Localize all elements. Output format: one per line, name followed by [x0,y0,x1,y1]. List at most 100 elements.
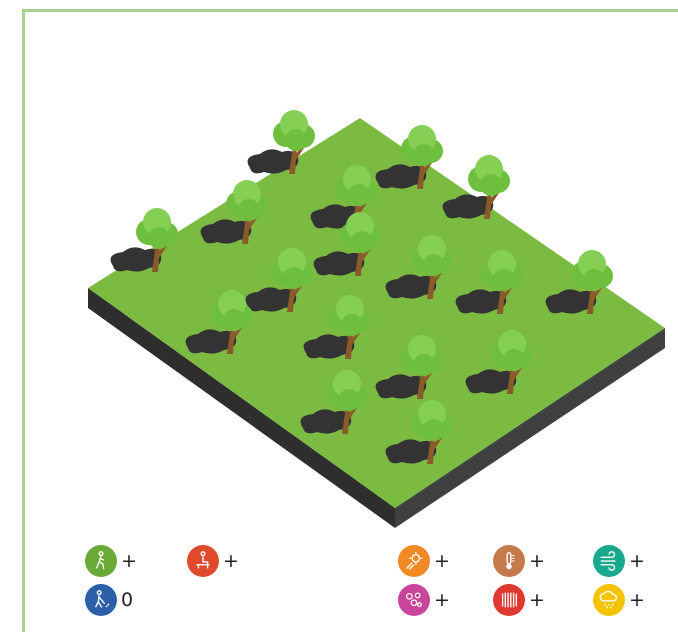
tree-trunk [345,331,360,359]
tree-shadow [385,274,437,299]
tree-trunk [355,248,370,276]
pedestrian-icon [85,545,117,577]
tree [465,330,533,394]
tree-canopy [503,349,525,371]
tree-shadow [375,374,427,399]
legend-item: + [593,545,645,577]
tree [300,370,368,434]
legend-sign: + [121,549,137,572]
tree [185,290,253,354]
tree-shadow [200,219,252,244]
tree [545,250,613,314]
tree [385,400,453,464]
tree [303,295,371,359]
legend-item: 0 [85,584,133,616]
tree-canopy [493,269,515,291]
tree-canopy [413,354,435,376]
legend-item: + [398,584,450,616]
legend-sign: + [434,588,450,611]
tree-canopy [423,419,445,441]
tree-shadow [465,369,517,394]
legend-sign: + [223,549,239,572]
tree-shadow [245,287,297,312]
tree-trunk [417,371,432,399]
tree-canopy [148,227,170,249]
tree-trunk [587,286,602,314]
legend-sign: + [529,588,545,611]
legend-item: + [85,545,137,577]
tree-canopy [348,184,370,206]
pollen-icon [398,584,430,616]
tree [310,165,378,229]
tree-trunk [342,406,357,434]
tree-canopy [223,309,245,331]
tree-trunk [152,244,167,272]
tree-trunk [287,284,302,312]
tree-trunk [417,161,432,189]
tree-canopy [351,231,373,253]
soil-front-face [88,288,395,528]
tree [385,235,453,299]
tree-canopy [583,269,605,291]
tree-canopy [338,389,360,411]
tree-shadow [110,247,162,272]
sitting-person-icon [187,545,219,577]
tree [247,110,315,174]
thermometer-icon [493,545,525,577]
legend-item: + [493,545,545,577]
tree-trunk [242,216,257,244]
tree-trunk [227,326,242,354]
sun-heat-icon [398,545,430,577]
tree-trunk [289,146,304,174]
wind-icon [593,545,625,577]
tree-trunk [427,271,442,299]
legend-item: + [398,545,450,577]
legend-sign: + [529,549,545,572]
tree-trunk [427,436,442,464]
frame-border-top [22,9,678,12]
tree [375,335,443,399]
legend-sign: + [629,588,645,611]
tree-trunk [484,191,499,219]
tree-shadow [247,149,299,174]
tree-canopy [238,199,260,221]
tree-shadow [303,334,355,359]
tree-shadow [455,289,507,314]
tree [442,155,510,219]
tree-canopy [283,267,305,289]
tree-trunk [497,286,512,314]
tree-shadow [300,409,352,434]
legend-item: + [493,584,545,616]
tree-shadow [313,251,365,276]
tree-shadow [442,194,494,219]
noise-barrier-icon [493,584,525,616]
legend-sign: 0 [121,588,134,611]
tree-canopy [480,174,502,196]
tree-trunk [507,366,522,394]
ground-block [88,118,665,528]
park-scene [88,110,665,528]
tree [375,125,443,189]
tree [455,250,523,314]
tree [200,180,268,244]
legend-sign: + [629,549,645,572]
tree-shadow [375,164,427,189]
legend-item: + [593,584,645,616]
tree-shadow [545,289,597,314]
tree-canopy [285,129,307,151]
tree-shadow [385,439,437,464]
tree [245,248,313,312]
cleaning-icon [85,584,117,616]
tree-canopy [413,144,435,166]
tree-canopy [423,254,445,276]
tree-shadow [185,329,237,354]
frame-border-left [22,9,25,632]
rain-cloud-icon [593,584,625,616]
legend-item: + [187,545,239,577]
soil-side-face [395,328,665,528]
tree [110,208,178,272]
tree-canopy [341,314,363,336]
legend-sign: + [434,549,450,572]
tree [313,212,381,276]
grass-top-face [88,118,665,508]
